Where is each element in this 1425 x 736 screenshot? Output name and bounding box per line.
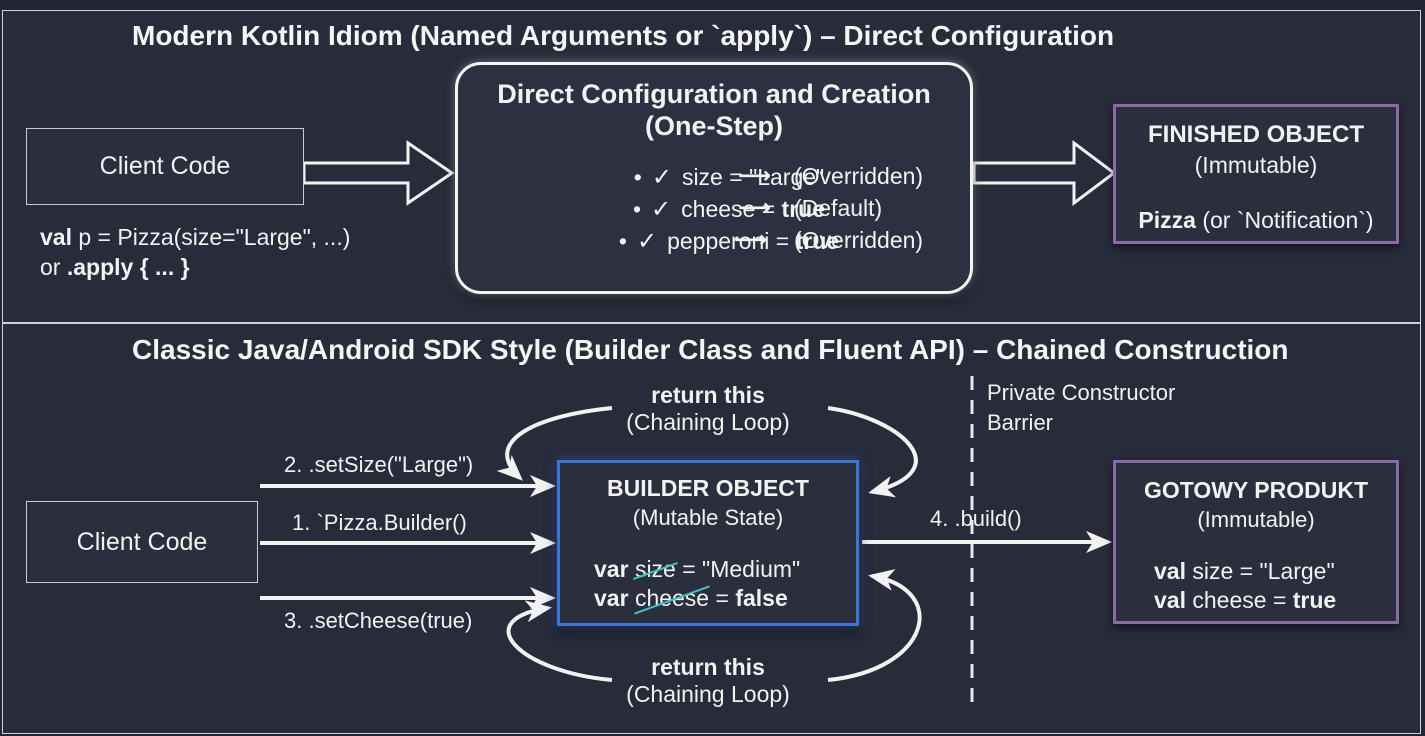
cheese-default: false — [735, 585, 788, 611]
cheese-value: true — [1292, 587, 1337, 613]
product-val-cheese: val cheese = true — [1154, 587, 1336, 614]
config-param: pepperoni = — [667, 228, 796, 254]
client-code-box: Client Code — [26, 128, 304, 205]
loop-top-return: return this — [651, 382, 765, 408]
equals: = — [709, 585, 736, 611]
config-param: cheese = — [681, 196, 782, 222]
builder-client-code-box: Client Code — [26, 501, 258, 583]
right-arrow-icon: ⟶ — [738, 163, 771, 189]
size-value: size = "Large" — [1185, 558, 1335, 584]
kotlin-code-line-1: val p = Pizza(size="Large", ...) — [40, 224, 350, 251]
checkmark-icon: ✓ — [651, 195, 672, 223]
var-keyword: var — [594, 585, 629, 611]
checkmark-icon: ✓ — [636, 227, 658, 255]
loop-top-right — [827, 406, 918, 498]
struck-cheese: cheese — [634, 585, 710, 611]
val-keyword: val — [1154, 587, 1186, 613]
product-subtitle: (Immutable) — [1197, 507, 1315, 532]
builder-client-code-label: Client Code — [76, 527, 208, 556]
bullet-icon: • — [632, 196, 642, 222]
loop-bottom-right — [827, 569, 922, 682]
val-keyword: val — [40, 224, 72, 250]
builder-var-size: var size = "Medium" — [594, 556, 800, 583]
block-arrow-direct-to-finished — [972, 140, 1117, 206]
block-arrow-client-to-direct — [302, 140, 455, 206]
loop-top-left — [496, 406, 613, 481]
client-code-label: Client Code — [99, 152, 231, 180]
config-value: true — [795, 228, 840, 254]
builder-object-box: BUILDER OBJECT (Mutable State) var size … — [557, 460, 859, 626]
apply-call: .apply { ... } — [66, 254, 190, 280]
kotlin-code-line-2: or .apply { ... } — [40, 254, 190, 281]
finished-object-box: FINISHED OBJECT (Immutable) Pizza (or `N… — [1113, 104, 1399, 244]
finished-title: FINISHED OBJECT — [1147, 121, 1365, 148]
size-default: = "Medium" — [675, 556, 801, 582]
config-note: (Default) — [794, 195, 883, 221]
right-arrow-icon: ⟶ — [734, 227, 767, 253]
struck-size: size — [634, 556, 676, 582]
loop-bottom-caption: (Chaining Loop) — [626, 681, 790, 707]
val-keyword: val — [1154, 558, 1186, 584]
loop-bottom-label: return this (Chaining Loop) — [598, 654, 818, 708]
config-item: • ✓ pepperoni = true ⟶ (Overridden) — [494, 227, 964, 255]
bullet-icon: • — [618, 228, 627, 254]
config-note: (Overridden) — [794, 227, 924, 253]
config-note: (Overridden) — [794, 163, 924, 189]
step-4-label: 4. .build() — [930, 506, 1022, 531]
loop-top-label: return this (Chaining Loop) — [598, 382, 818, 436]
builder-title: BUILDER OBJECT — [607, 475, 809, 501]
checkmark-icon: ✓ — [651, 163, 672, 191]
loop-top-caption: (Chaining Loop) — [626, 409, 790, 435]
step-1-label: 1. `Pizza.Builder() — [292, 510, 467, 535]
kotlin-section-title: Modern Kotlin Idiom (Named Arguments or … — [132, 20, 1115, 51]
loop-bottom-left — [506, 600, 613, 682]
var-keyword: var — [594, 556, 629, 582]
builder-section-title: Classic Java/Android SDK Style (Builder … — [132, 334, 1289, 365]
step-3-label: 3. .setCheese(true) — [284, 608, 473, 633]
right-arrow-icon: ⟶ — [738, 195, 771, 221]
barrier-label-1: Private Constructor — [987, 380, 1176, 405]
product-val-size: val size = "Large" — [1154, 558, 1335, 585]
direct-title: Direct Configuration and Creation — [497, 79, 931, 109]
finished-subtitle: (Immutable) — [1194, 152, 1318, 178]
pizza-type: Pizza — [1138, 207, 1196, 233]
config-item: • ✓ size = "Large"⟶ (Overridden) — [494, 163, 964, 191]
direct-subtitle: (One-Step) — [645, 111, 783, 141]
builder-var-cheese: var cheese = false — [594, 585, 788, 612]
config-item: • ✓ cheese = true ⟶ (Default) — [494, 195, 964, 223]
step-2-label: 2. .setSize("Large") — [284, 452, 474, 477]
config-param: size = — [681, 164, 750, 190]
type-alternative: (or `Notification`) — [1195, 207, 1374, 233]
bullet-icon: • — [633, 164, 642, 190]
direct-configuration-box: Direct Configuration and Creation (One-S… — [455, 62, 973, 294]
config-value: true — [781, 196, 825, 222]
barrier-label-2: Barrier — [987, 410, 1054, 435]
product-title: GOTOWY PRODUKT — [1143, 477, 1369, 503]
config-value: "Large" — [749, 164, 825, 190]
constructor-call: p = Pizza(size="Large", ...) — [71, 224, 351, 250]
cheese-name: cheese = — [1185, 587, 1293, 613]
loop-bottom-return: return this — [651, 654, 765, 680]
finished-product-box: GOTOWY PRODUKT (Immutable) val size = "L… — [1113, 460, 1399, 624]
or-text: or — [40, 254, 67, 280]
builder-subtitle: (Mutable State) — [632, 505, 784, 530]
finished-type: Pizza (or `Notification`) — [1116, 207, 1396, 234]
